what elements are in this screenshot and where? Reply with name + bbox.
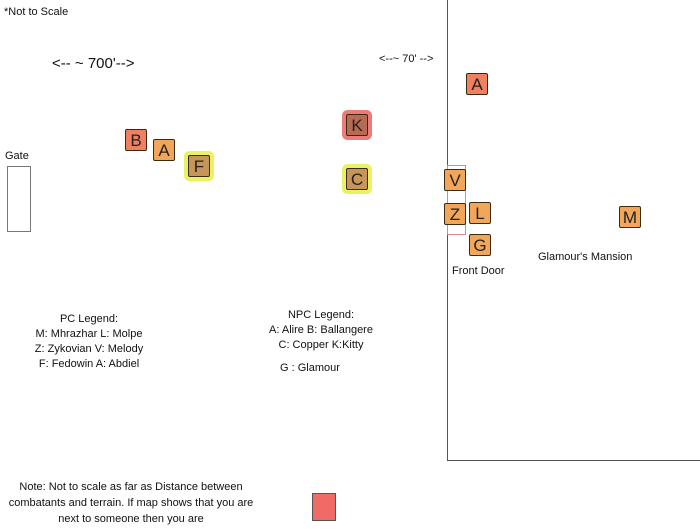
token-f-fedowin[interactable]: F [188, 155, 210, 177]
pc-legend-row: Z: Zykovian V: Melody [34, 343, 144, 355]
token-c-copper[interactable]: C [346, 168, 368, 190]
pc-legend-row: F: Fedowin A: Abdiel [38, 358, 140, 370]
npc-legend-glamour: G : Glamour [280, 362, 340, 374]
token-k-kitty[interactable]: K [346, 114, 368, 136]
npc-legend-row: A: Alire B: Ballangere [269, 324, 373, 336]
pc-legend: PC Legend: M: Mhrazhar L: Molpe Z: Zykov… [18, 312, 160, 372]
gate [7, 166, 31, 232]
scale-note: Note: Not to scale as far as Distance be… [8, 481, 254, 525]
front-door-label: Front Door [452, 265, 505, 277]
pc-legend-row: M: Mhrazhar L: Molpe [35, 328, 143, 340]
color-swatch [312, 493, 336, 521]
distance-700-indicator: <-- ~ 700'--> [52, 55, 135, 72]
npc-legend: NPC Legend: A: Alire B: Ballangere C: Co… [250, 308, 392, 353]
npc-legend-row: C: Copper K:Kitty [278, 339, 364, 351]
token-m-mhrazhar[interactable]: M [619, 206, 641, 228]
token-v-melody[interactable]: V [444, 169, 466, 191]
pc-legend-title: PC Legend: [59, 313, 119, 325]
token-a-alire[interactable]: A [466, 73, 488, 95]
token-l-molpe[interactable]: L [469, 202, 491, 224]
not-to-scale-note: *Not to Scale [4, 6, 69, 18]
mansion-wall-bottom [447, 460, 700, 461]
token-a-abdiel[interactable]: A [153, 139, 175, 161]
mansion-label: Glamour's Mansion [538, 251, 633, 263]
npc-legend-title: NPC Legend: [287, 309, 355, 321]
token-g-glamour[interactable]: G [469, 234, 491, 256]
distance-70-indicator: <--~ 70' --> [379, 53, 434, 65]
token-z-zykovian[interactable]: Z [444, 203, 466, 225]
token-b-ballangere[interactable]: B [125, 129, 147, 151]
gate-label: Gate [5, 150, 29, 162]
